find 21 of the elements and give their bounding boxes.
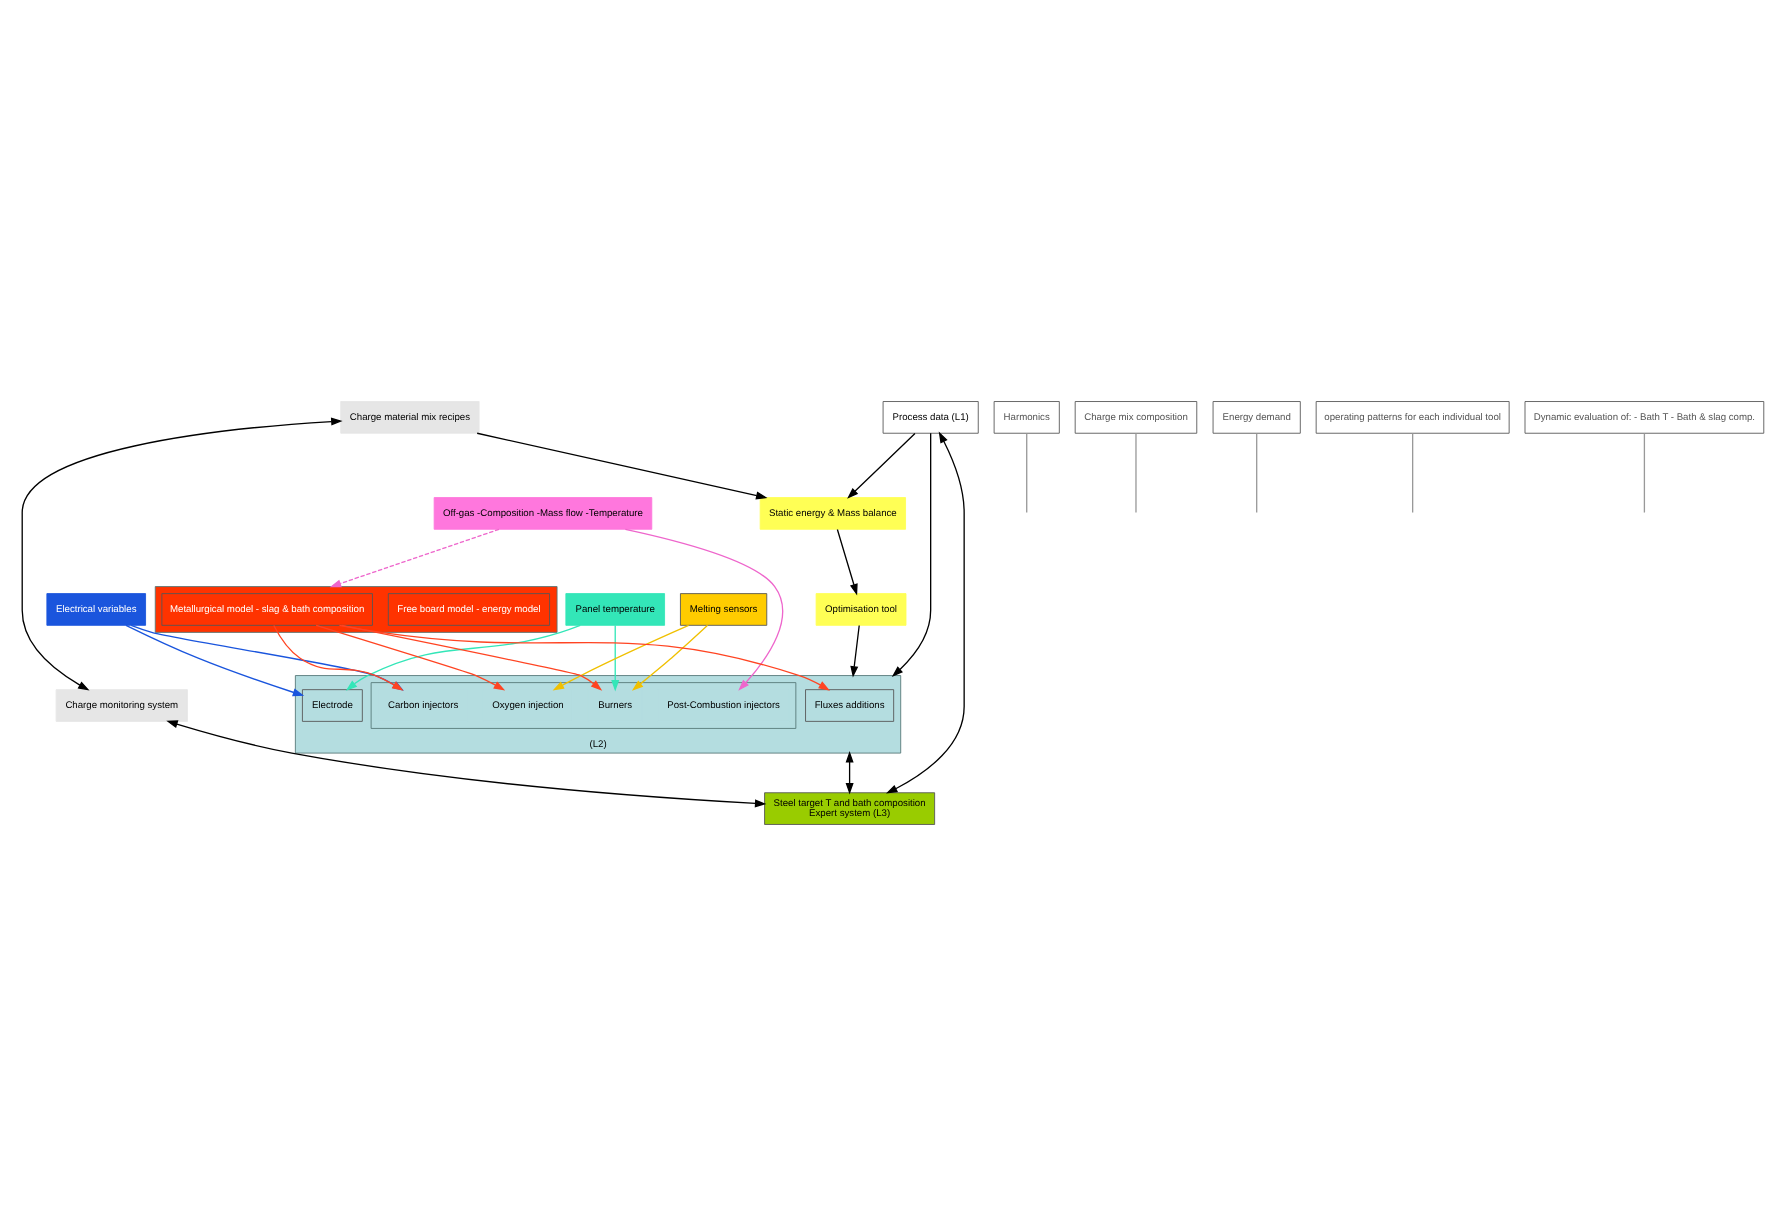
arrow — [891, 431, 932, 676]
arrow — [552, 623, 690, 690]
cluster — [154, 585, 558, 632]
connector — [1256, 431, 1258, 513]
arrow — [836, 527, 858, 595]
arrow — [329, 527, 500, 587]
connector — [1135, 431, 1137, 513]
arrow — [845, 750, 854, 794]
connector — [1412, 431, 1414, 513]
connector — [1643, 431, 1646, 513]
arrow — [166, 719, 767, 807]
arrow — [125, 623, 305, 696]
arrow — [611, 623, 620, 691]
arrow — [21, 416, 343, 690]
arrow — [476, 431, 768, 499]
arrow — [624, 527, 784, 690]
arrow — [631, 623, 709, 690]
connector — [1026, 431, 1028, 513]
arrow — [885, 430, 965, 793]
arrow — [847, 431, 916, 498]
arrow — [850, 623, 860, 677]
